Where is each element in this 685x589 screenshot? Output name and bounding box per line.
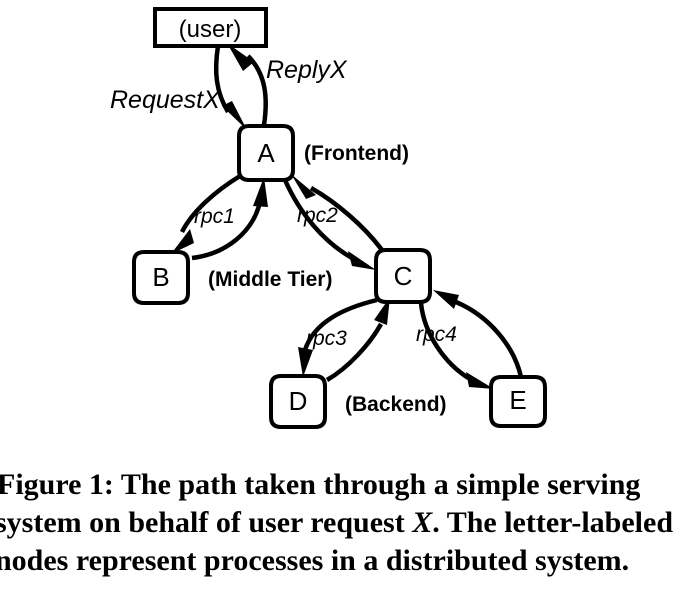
rpc1-label: rpc1 xyxy=(194,205,235,228)
figure-caption: Figure 1: The path taken through a simpl… xyxy=(0,462,685,589)
caption-line-2-part-b: . The letter-labeled xyxy=(432,506,674,539)
process-node-e[interactable]: E xyxy=(489,375,547,428)
process-node-c-label: C xyxy=(394,261,413,291)
edge-rpc3-call xyxy=(298,297,378,377)
edge-rpc1-return xyxy=(191,177,268,261)
process-node-d-label: D xyxy=(289,386,308,416)
request-x-label: RequestX xyxy=(110,86,221,114)
edge-rpc2-call xyxy=(282,179,376,270)
caption-line-2: system on behalf of user request X. The … xyxy=(0,506,673,540)
edge-rpc2-return xyxy=(291,174,384,252)
edge-rpc4-call xyxy=(418,302,494,389)
serving-system-diagram: (user) A B C D xyxy=(110,7,547,429)
process-node-e-label: E xyxy=(509,385,526,415)
process-node-d[interactable]: D xyxy=(269,374,327,429)
edge-reply-x xyxy=(227,43,268,126)
process-node-c[interactable]: C xyxy=(374,248,432,304)
diagram-canvas: (user) A B C D xyxy=(110,7,547,429)
process-node-b[interactable]: B xyxy=(132,250,190,305)
tier-label-middle-tier: (Middle Tier) xyxy=(208,268,332,291)
tier-label-frontend: (Frontend) xyxy=(304,142,409,165)
user-node-label: (user) xyxy=(179,16,242,43)
process-node-b-label: B xyxy=(152,262,169,292)
caption-line-3: nodes represent processes in a distribut… xyxy=(0,544,630,577)
user-node[interactable]: (user) xyxy=(153,7,268,48)
edge-request-x xyxy=(213,45,247,130)
caption-request-variable: X xyxy=(412,506,433,539)
process-node-a-label: A xyxy=(257,138,275,168)
rpc2-label: rpc2 xyxy=(297,204,338,227)
rpc4-label: rpc4 xyxy=(416,323,457,346)
edge-rpc4-return xyxy=(433,290,524,378)
edge-rpc1-call xyxy=(171,174,242,254)
rpc3-label: rpc3 xyxy=(306,327,347,350)
tier-label-backend: (Backend) xyxy=(345,393,447,416)
process-node-a[interactable]: A xyxy=(237,124,295,182)
reply-x-label: ReplyX xyxy=(266,56,348,84)
caption-line-2-part-a: system on behalf of user request xyxy=(0,506,413,539)
caption-line-1: Figure 1: The path taken through a simpl… xyxy=(0,468,641,501)
